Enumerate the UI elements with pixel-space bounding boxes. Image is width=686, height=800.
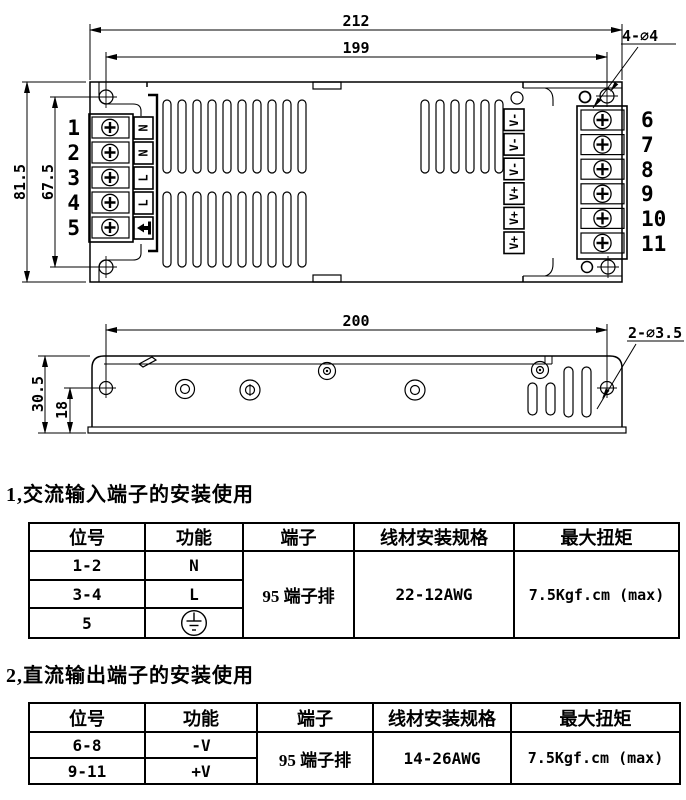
side-hole-right — [597, 378, 617, 398]
input-terminal-block: N N L L — [88, 113, 154, 243]
function-cell: +V — [144, 757, 258, 785]
hole-note-2x35-label: 2-∅3.5 — [628, 324, 682, 342]
col-header-wire-spec: 线材安装规格 — [353, 522, 515, 552]
svg-text:V+: V+ — [507, 236, 521, 250]
input-label: N — [137, 149, 151, 156]
input-label: L — [137, 174, 151, 181]
position-cell: 3-4 — [28, 579, 146, 609]
dimension-drawing: N N L L 1 2 3 4 5 — [11, 12, 684, 434]
dim-199-label: 199 — [342, 39, 369, 57]
col-header-max-torque: 最大扭矩 — [510, 702, 681, 733]
col-header-wire-spec: 线材安装规格 — [372, 702, 512, 733]
table-row: 3-4 L — [28, 579, 679, 609]
dimension-212 — [89, 24, 623, 80]
dimension-30-5 — [38, 355, 90, 434]
bottom-tab — [312, 274, 342, 283]
terminal-cell: 95 端子排 — [256, 731, 374, 785]
svg-text:5: 5 — [67, 216, 80, 240]
svg-text:V-: V- — [507, 137, 521, 151]
table-row: 1-2 N 95 端子排 22-12AWG 7.5Kgf.cm (max) — [28, 550, 680, 639]
col-header-position: 位号 — [28, 522, 146, 552]
terminal-screws-right — [593, 110, 612, 253]
terminal-screws-left — [101, 118, 119, 237]
table-row: 9-11 +V — [28, 757, 680, 785]
table-row: 6-8 -V 95 端子排 14-26AWG 7.5Kgf.cm (max) — [28, 731, 681, 785]
svg-text:9: 9 — [641, 182, 654, 206]
terminal-cell: 95 端子排 — [242, 550, 355, 639]
dim-212-label: 212 — [342, 12, 369, 30]
svg-text:2: 2 — [67, 141, 80, 165]
function-cell — [144, 607, 244, 639]
left-terminal-numbers: 1 2 3 4 5 — [67, 116, 80, 240]
col-header-terminal: 端子 — [256, 702, 374, 733]
svg-text:V-: V- — [507, 162, 521, 176]
right-terminal-numbers: 6 7 8 9 10 11 — [641, 108, 666, 256]
ground-arrow-icon — [137, 221, 151, 235]
base-plate — [87, 426, 627, 434]
max-torque-cell: 7.5Kgf.cm (max) — [510, 731, 681, 785]
function-cell: -V — [144, 731, 258, 759]
col-header-terminal: 端子 — [242, 522, 355, 552]
ac-input-table: 位号 功能 端子 线材安装规格 最大扭矩 1-2 N 95 端子排 22-12A… — [28, 522, 680, 639]
side-rivets — [174, 360, 550, 401]
input-label: N — [137, 124, 151, 131]
hole-note-2x35 — [596, 340, 684, 410]
dimension-67-5 — [50, 96, 95, 268]
dim-67-5-label: 67.5 — [39, 164, 57, 200]
svg-text:10: 10 — [641, 207, 666, 231]
dim-200-label: 200 — [342, 312, 369, 330]
position-cell: 9-11 — [28, 757, 146, 785]
col-header-function: 功能 — [144, 702, 258, 733]
input-label: L — [137, 199, 151, 206]
hole-note-4x4 — [592, 43, 676, 109]
mounting-hole-bottom-left — [95, 256, 117, 278]
table-row: 5 — [28, 607, 679, 639]
output-terminal-block: V- V- V- V+ V+ V+ — [503, 105, 628, 260]
dimension-18 — [64, 387, 99, 434]
position-cell: 1-2 — [28, 550, 146, 581]
output-labels: V- V- V- V+ V+ V+ — [507, 113, 521, 250]
vent-slots-right — [420, 99, 504, 174]
svg-text:4: 4 — [67, 191, 80, 215]
dim-18-label: 18 — [53, 401, 71, 419]
dimension-81-5 — [22, 81, 86, 283]
svg-text:3: 3 — [67, 166, 80, 190]
function-cell: N — [144, 550, 244, 581]
section-1-title: 1,交流输入端子的安装使用 — [6, 484, 254, 506]
col-header-max-torque: 最大扭矩 — [513, 522, 680, 552]
dim-81-5-label: 81.5 — [11, 164, 29, 200]
svg-text:V+: V+ — [507, 211, 521, 225]
position-cell: 6-8 — [28, 731, 146, 759]
svg-text:8: 8 — [641, 158, 654, 182]
svg-text:6: 6 — [641, 108, 654, 132]
protective-earth-icon — [181, 610, 207, 636]
vent-slots-left — [162, 99, 307, 268]
top-view: N N L L 1 2 3 4 5 — [11, 12, 676, 283]
dim-30-5-label: 30.5 — [29, 376, 47, 412]
bent-tab — [137, 356, 158, 368]
position-cell: 5 — [28, 607, 146, 639]
section-2-title: 2,直流输出端子的安装使用 — [6, 665, 254, 687]
svg-text:11: 11 — [641, 232, 666, 256]
svg-text:V+: V+ — [507, 187, 521, 201]
svg-text:1: 1 — [67, 116, 80, 140]
svg-text:7: 7 — [641, 133, 654, 157]
side-outline — [91, 355, 623, 427]
dc-output-table: 位号 功能 端子 线材安装规格 最大扭矩 6-8 -V 95 端子排 14-26… — [28, 702, 681, 785]
max-torque-cell: 7.5Kgf.cm (max) — [513, 550, 680, 639]
wire-spec-cell: 14-26AWG — [372, 731, 512, 785]
side-hole-left — [96, 378, 116, 398]
dimension-199 — [105, 52, 608, 90]
col-header-position: 位号 — [28, 702, 146, 733]
side-view: 200 30.5 18 2-∅3.5 — [29, 312, 684, 434]
dimension-200 — [105, 324, 608, 380]
function-cell: L — [144, 579, 244, 609]
svg-text:V-: V- — [507, 113, 521, 127]
top-tab — [312, 81, 342, 90]
col-header-function: 功能 — [144, 522, 244, 552]
chassis-outline — [89, 81, 623, 283]
wire-spec-cell: 22-12AWG — [353, 550, 515, 639]
hole-note-4x4-label: 4-∅4 — [622, 27, 658, 45]
side-vent-slots — [527, 366, 592, 418]
